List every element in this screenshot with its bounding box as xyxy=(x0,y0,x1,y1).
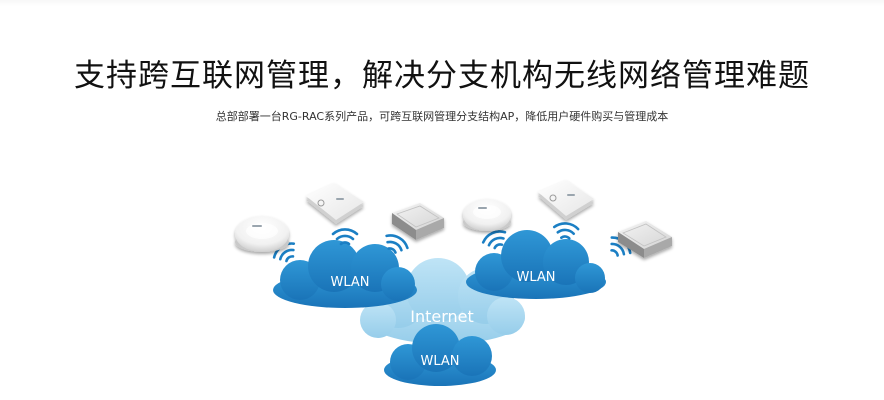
square-ap-icon xyxy=(538,180,594,220)
internet-label: Internet xyxy=(410,307,474,326)
wlan-cloud-left: WLAN xyxy=(273,240,417,308)
wall-ap-icon xyxy=(392,203,444,240)
wifi-signal-icon xyxy=(481,230,507,250)
wlan-bottom-label: WLAN xyxy=(420,354,459,369)
wifi-signal-icon xyxy=(552,222,580,240)
page-subtitle: 总部部署一台RG-RAC系列产品，可跨互联网管理分支结构AP，降低用户硬件购买与… xyxy=(215,110,669,123)
ceiling-ap-icon xyxy=(235,216,289,252)
wlan-right-label: WLAN xyxy=(516,270,555,285)
wall-ap-icon xyxy=(618,221,672,258)
wifi-signal-icon xyxy=(385,234,409,254)
square-ap-icon xyxy=(306,183,364,224)
wlan-cloud-bottom: WLAN xyxy=(384,324,496,386)
page-title: 支持跨互联网管理，解决分支机构无线网络管理难题 xyxy=(74,58,810,94)
wlan-left-label: WLAN xyxy=(330,275,369,290)
wifi-signal-icon xyxy=(331,228,359,246)
ceiling-ap-icon xyxy=(463,199,511,231)
wlan-cloud-right: WLAN xyxy=(466,230,606,299)
